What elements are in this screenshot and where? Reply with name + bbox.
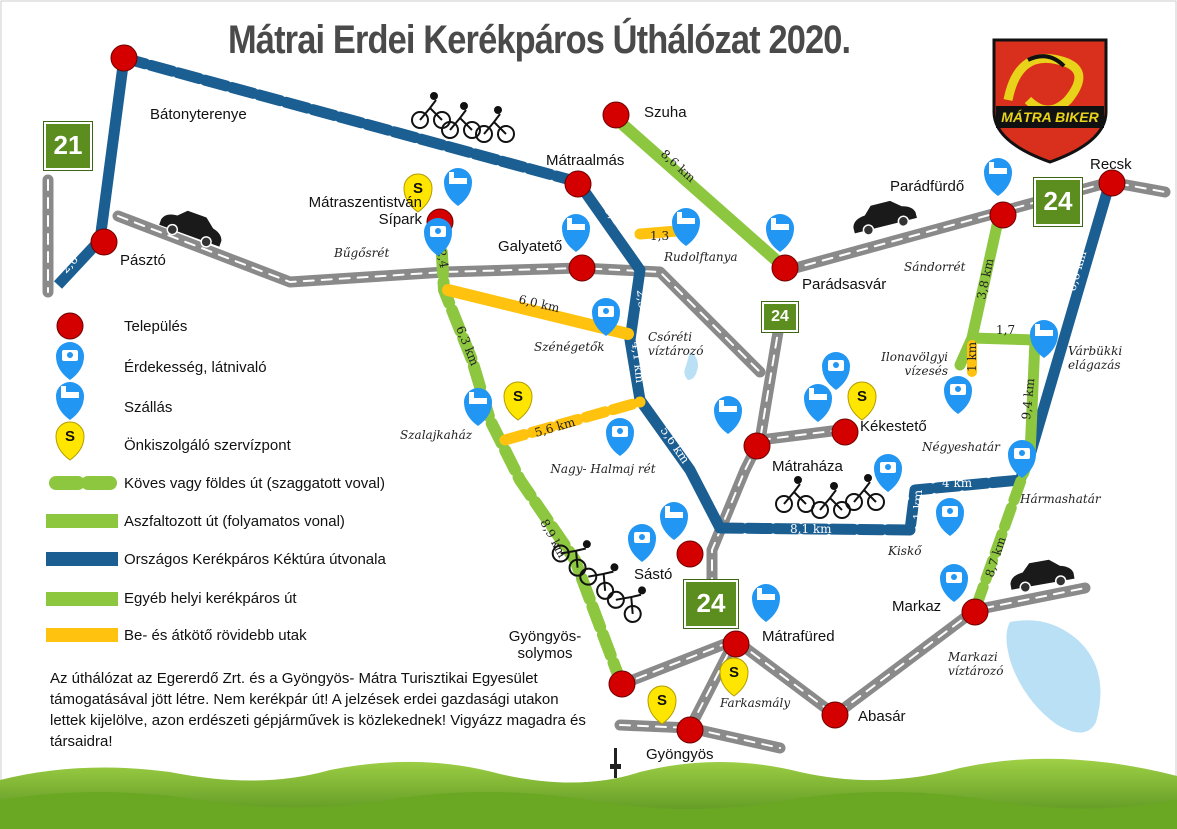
cyclist-icons (411, 92, 885, 623)
settlement-marker (602, 101, 630, 129)
settlement-label: Mátraszentistván Sípark (308, 194, 422, 228)
distance-label: 6,3 km (453, 324, 482, 368)
distance-label: 2,6 (58, 252, 81, 276)
service-letter: S (857, 388, 867, 405)
legend-label-koves: Köves vagy földes út (szaggatott voval) (124, 475, 385, 492)
legend-label-erdekesseg: Érdekesség, látnivaló (124, 359, 267, 376)
road-shield-24: 24 (1034, 178, 1082, 226)
settlement-label: Mátrafüred (762, 628, 835, 645)
markazi-reservoir (1006, 620, 1101, 733)
settlement-label: Bátonyterenye (150, 106, 247, 123)
legend-label-egyeb: Egyéb helyi kerékpáros út (124, 590, 297, 607)
settlement-label: Markaz (892, 598, 942, 615)
settlement-marker (831, 418, 859, 446)
distance-label: 4 km (942, 476, 973, 490)
csoreti-reservoir (684, 352, 698, 380)
settlement-label: Mátraalmás (546, 152, 625, 169)
place-label: Sándorrét (904, 260, 966, 274)
car-icons (159, 200, 1075, 594)
service-letter: S (413, 180, 423, 197)
place-label: Csóréti víztározó (648, 330, 704, 358)
settlement-marker (90, 228, 118, 256)
place-label: Hármashatár (1020, 492, 1101, 506)
distance-label: 1 km (911, 489, 925, 520)
sight-pins (424, 218, 1036, 602)
page-title: Mátrai Erdei Kerékpáros Úthálózat 2020. (228, 18, 851, 62)
settlement-marker (771, 254, 799, 282)
disclaimer-note: Az úthálózat az Egererdő Zrt. és a Gyöng… (50, 670, 586, 750)
place-label: Farkasmály (720, 696, 791, 710)
service-letter: S (65, 428, 75, 445)
settlement-label: Parádsasvár (802, 276, 887, 293)
settlement-marker (676, 716, 704, 744)
lodging-pins (444, 158, 1058, 622)
distance-label: 5,6 km (533, 415, 577, 440)
settlement-marker (676, 540, 704, 568)
distance-label: 2,5 (634, 289, 650, 309)
legend-label-aszfalt: Aszfaltozott út (folyamatos vonal) (124, 513, 345, 530)
place-label: Markazi víztározó (948, 650, 1004, 678)
service-letter: S (657, 692, 667, 709)
settlement-marker (722, 630, 750, 658)
road-shield-24: 24 (684, 580, 738, 628)
settlement-label: Sástó (634, 566, 673, 583)
distance-label: 9,4 km (1019, 377, 1037, 420)
legend-symbols: S (46, 312, 119, 642)
settlement-marker (564, 170, 592, 198)
road-shield-24: 24 (762, 302, 798, 332)
settlement-marker (961, 598, 989, 626)
place-label: Rudolftanya (664, 250, 738, 264)
settlement-marker (743, 432, 771, 460)
matra-biker-logo: MÁTRA BIKER (992, 38, 1108, 164)
place-label: Szalajkaház (400, 428, 473, 442)
service-letter: S (729, 664, 739, 681)
settlement-label: Recsk (1090, 156, 1132, 173)
legend-label-atkoto: Be- és átkötő rövidebb utak (124, 627, 307, 644)
settlement-label: Abasár (858, 708, 906, 725)
settlement-label: Galyatető (498, 238, 563, 255)
settlement-marker (1098, 169, 1126, 197)
distance-label: 8,7 km (983, 534, 1009, 578)
place-label: Szénégetők (534, 340, 605, 354)
settlement-label: Pásztó (120, 252, 166, 269)
settlement-label: Kékestető (860, 418, 927, 435)
distance-label: 13,3 km (113, 129, 132, 180)
place-label: Bűgősrét (334, 246, 390, 260)
legend-label-szervizpont: Önkiszolgáló szervízpont (124, 437, 291, 454)
distance-label: 3,8 km (974, 256, 996, 300)
legend-label-szallas: Szállás (124, 399, 173, 416)
distance-label: 5,6 km (658, 424, 693, 467)
place-label: Kiskő (888, 544, 922, 558)
legend-label-telepules: Település (124, 318, 188, 335)
kektura-routes (53, 52, 1116, 536)
tv-tower-icon (610, 748, 621, 778)
settlement-markers (90, 44, 1126, 744)
hills-front (0, 791, 1177, 829)
settlement-label: Mátraháza (772, 458, 843, 475)
settlement-label: Szuha (644, 104, 687, 121)
place-label: Várbükki elágazás (1068, 344, 1123, 372)
place-label: Nagy- Halmaj rét (550, 462, 656, 476)
logo-text: MÁTRA BIKER (1001, 109, 1099, 125)
settlement-marker (821, 701, 849, 729)
distance-label: 4,1 km (629, 341, 647, 384)
settlement-marker (608, 670, 636, 698)
settlement-label: Gyöngyös (646, 746, 714, 763)
distance-label: 1 km (965, 341, 979, 372)
service-pins: S S S S S (403, 173, 877, 725)
place-label: Ilonavölgyi vízesés (881, 350, 948, 378)
distance-label: 8,1 km (790, 522, 832, 536)
legend-label-kektura: Országos Kerékpáros Kéktúra útvonala (124, 551, 386, 568)
settlement-label: Gyöngyös- solymos (508, 628, 582, 662)
settlement-label: Parádfürdő (890, 178, 965, 195)
place-label: Négyeshatár (922, 440, 1000, 454)
distance-label: 1,7 (996, 323, 1015, 337)
settlement-marker (110, 44, 138, 72)
distance-label: 1,3 (650, 229, 669, 243)
settlement-marker (568, 254, 596, 282)
service-letter: S (513, 388, 523, 405)
settlement-marker (989, 201, 1017, 229)
road-shield-21: 21 (44, 122, 92, 170)
